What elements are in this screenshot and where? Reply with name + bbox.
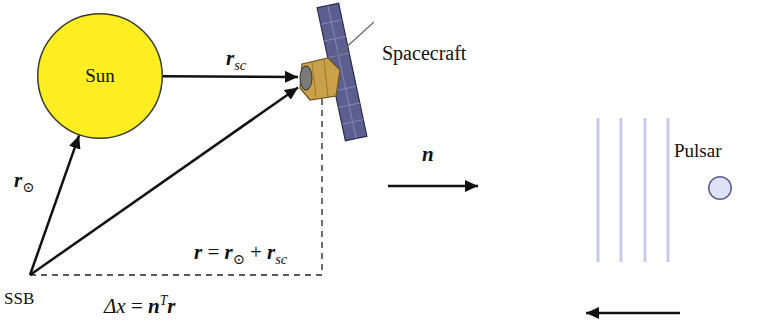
text-run: = — [126, 294, 148, 318]
text-run: r — [225, 240, 233, 264]
propagation-arrow — [586, 312, 680, 315]
text-run: r — [267, 240, 275, 264]
sun-circle: Sun — [37, 13, 163, 139]
text-run: + — [245, 240, 267, 264]
position-vector — [163, 75, 298, 78]
direction-arrow — [388, 185, 478, 188]
node-label: Pulsar — [674, 140, 722, 162]
ssb-origin: SSB — [4, 275, 34, 309]
text-run: n — [422, 142, 434, 166]
text-run: r — [194, 240, 202, 264]
spacecraft: Spacecraft — [298, 60, 328, 94]
node-label: SSB — [4, 289, 34, 309]
text-run: Δx — [104, 294, 126, 318]
text-run: r — [167, 294, 175, 318]
text-run: ⊙ — [22, 179, 34, 195]
vector-label: r = r⊙ + rsc — [194, 240, 287, 267]
text-run: sc — [234, 57, 246, 73]
spacecraft-body — [300, 58, 340, 100]
wavefronts — [598, 118, 668, 262]
antenna — [330, 22, 374, 62]
text-run: T — [160, 293, 168, 308]
pulsar-circle-outline — [708, 176, 732, 200]
dimension-label: Δx = nTr — [104, 293, 175, 318]
text-run: r — [14, 168, 22, 192]
text-run: = — [202, 240, 224, 264]
spacecraft-dish — [300, 66, 312, 90]
text-run: r — [226, 46, 234, 70]
position-vector — [30, 135, 79, 275]
text-run: ⊙ — [233, 251, 245, 267]
pulsar-circle: Pulsar — [708, 176, 732, 200]
vector-label: n — [422, 142, 434, 166]
node-label: Sun — [85, 65, 115, 87]
vector-label: rsc — [226, 46, 246, 73]
node-label: Spacecraft — [382, 42, 466, 65]
text-run: n — [148, 294, 160, 318]
vector-label: r⊙ — [14, 168, 34, 195]
text-run: sc — [275, 251, 287, 267]
